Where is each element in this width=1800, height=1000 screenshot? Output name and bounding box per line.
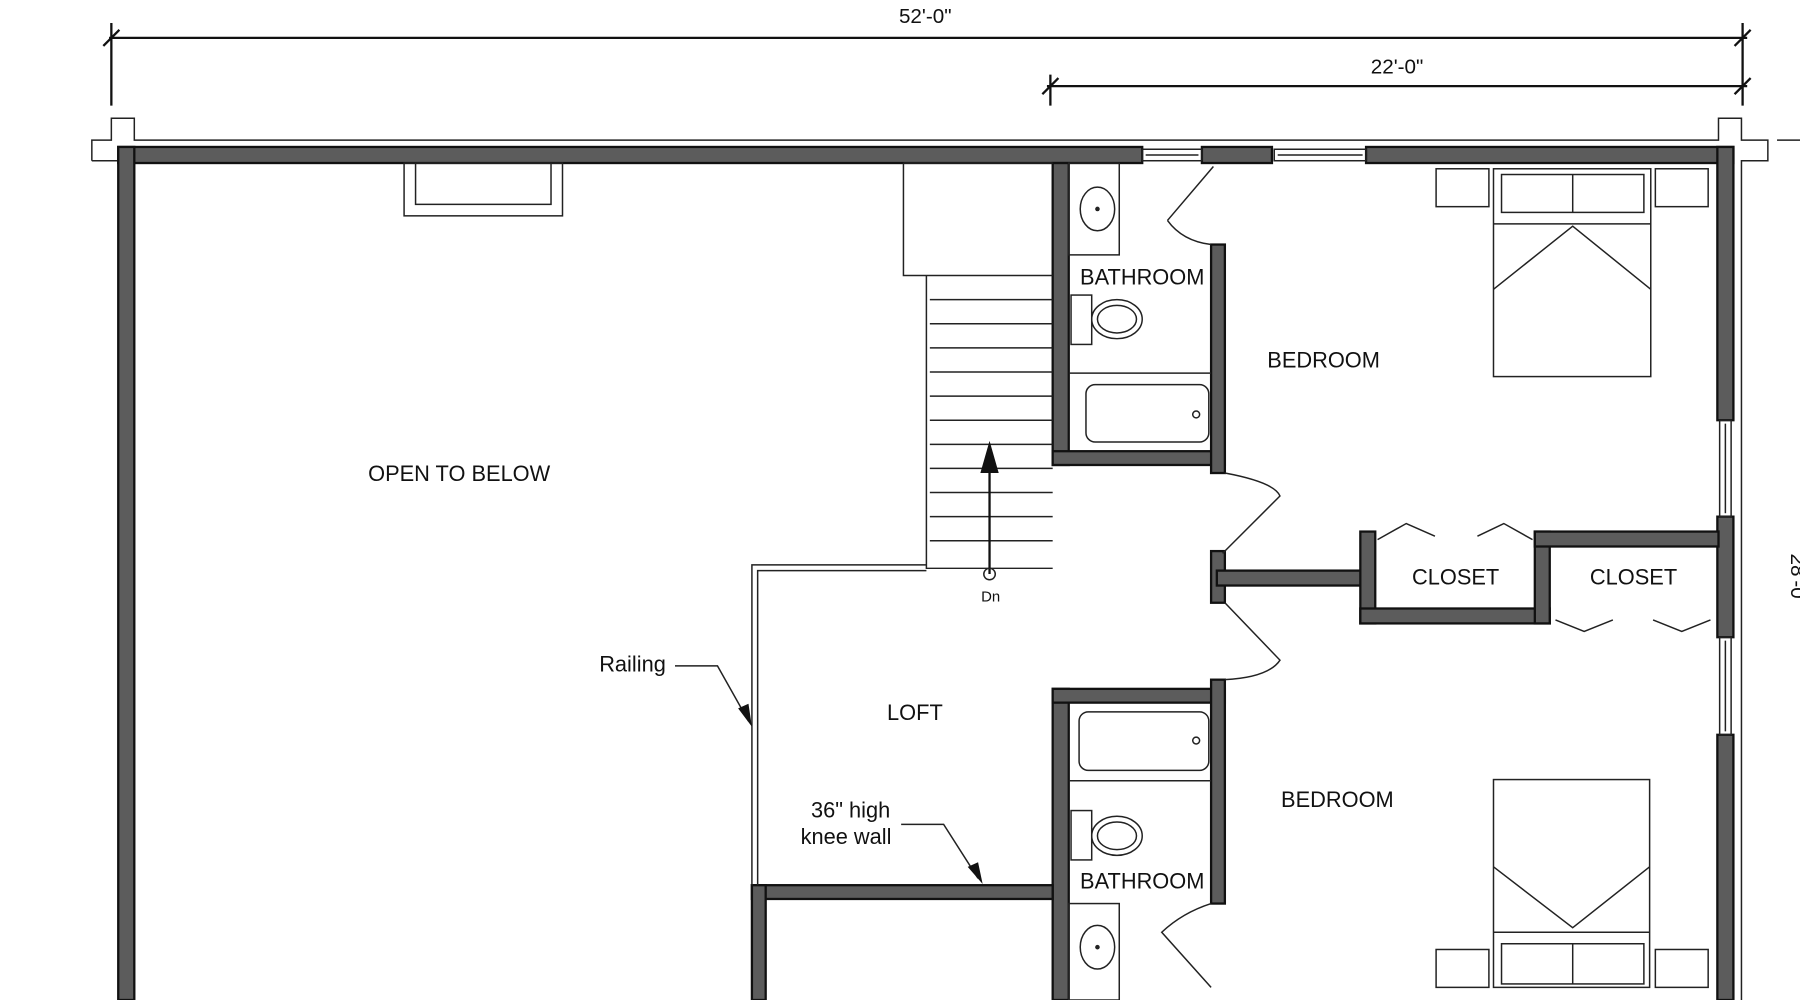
walls: [117, 145, 1735, 1000]
depth-label: 28'-0": [1786, 553, 1800, 606]
room-label-bathroom-upper: BATHROOM: [1080, 265, 1204, 290]
room-label-loft: LOFT: [887, 700, 943, 725]
dimension-overall: 52'-0": [102, 5, 1752, 106]
knee-wall-label-line1: 36" high: [811, 797, 890, 822]
room-label-open-to-below: OPEN TO BELOW: [368, 461, 551, 486]
fixtures: [403, 162, 1709, 1000]
railing-label: Railing: [599, 652, 666, 677]
doors: [1160, 165, 1711, 988]
room-label-closet-left: CLOSET: [1412, 564, 1499, 589]
stairs-down-label: Dn: [981, 589, 1000, 606]
dimension-bedroom: 22'-0": [1041, 55, 1752, 106]
railing-leader: [675, 665, 750, 722]
windows: [1141, 148, 1732, 736]
room-label-bedroom-lower: BEDROOM: [1281, 787, 1394, 812]
bedroom-width-label: 22'-0": [1371, 55, 1424, 78]
stairs: Dn: [902, 162, 1053, 606]
room-label-closet-right: CLOSET: [1590, 564, 1677, 589]
room-label-bedroom-upper: BEDROOM: [1267, 347, 1380, 372]
overall-width-label: 52'-0": [899, 5, 952, 28]
knee-wall-label-line2: knee wall: [801, 824, 892, 849]
room-label-bathroom-lower: BATHROOM: [1080, 869, 1204, 894]
railing: [751, 564, 927, 886]
knee-wall-leader: [901, 823, 979, 879]
